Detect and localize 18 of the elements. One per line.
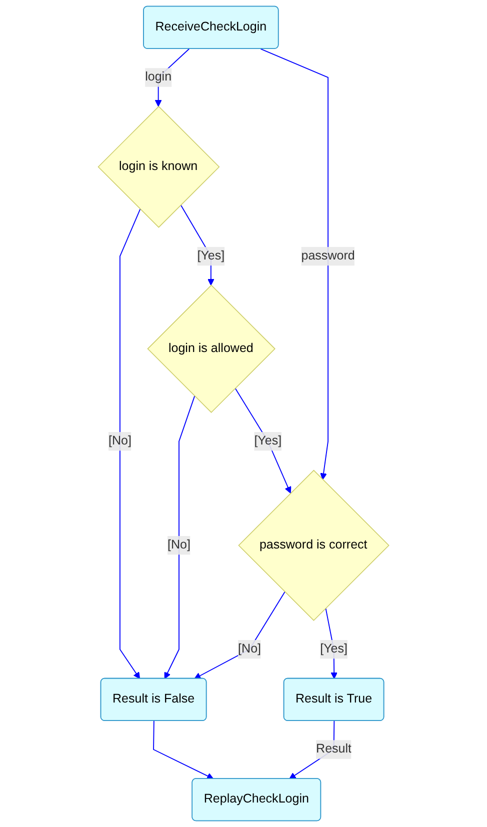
- edge-label: [Yes]: [197, 249, 225, 263]
- edge-label: [Yes]: [320, 642, 348, 656]
- node-diamond: login is known: [98, 106, 220, 228]
- edge-label: login: [145, 70, 172, 84]
- node-diamond: login is allowed: [147, 284, 276, 413]
- arrow: [234, 388, 292, 494]
- edge-label: password: [301, 249, 355, 263]
- edge-label: [No]: [108, 434, 132, 448]
- arrow: [153, 720, 214, 780]
- arrow: [119, 208, 141, 680]
- edge-label: [No]: [238, 642, 261, 656]
- edge-label: [Yes]: [254, 434, 282, 448]
- node-diamond: password is correct: [238, 470, 390, 621]
- arrow: [260, 48, 328, 480]
- arrow: [164, 396, 196, 680]
- edge-label: [No]: [167, 538, 190, 552]
- edge-label: Result: [316, 742, 352, 756]
- arrow: [194, 591, 286, 680]
